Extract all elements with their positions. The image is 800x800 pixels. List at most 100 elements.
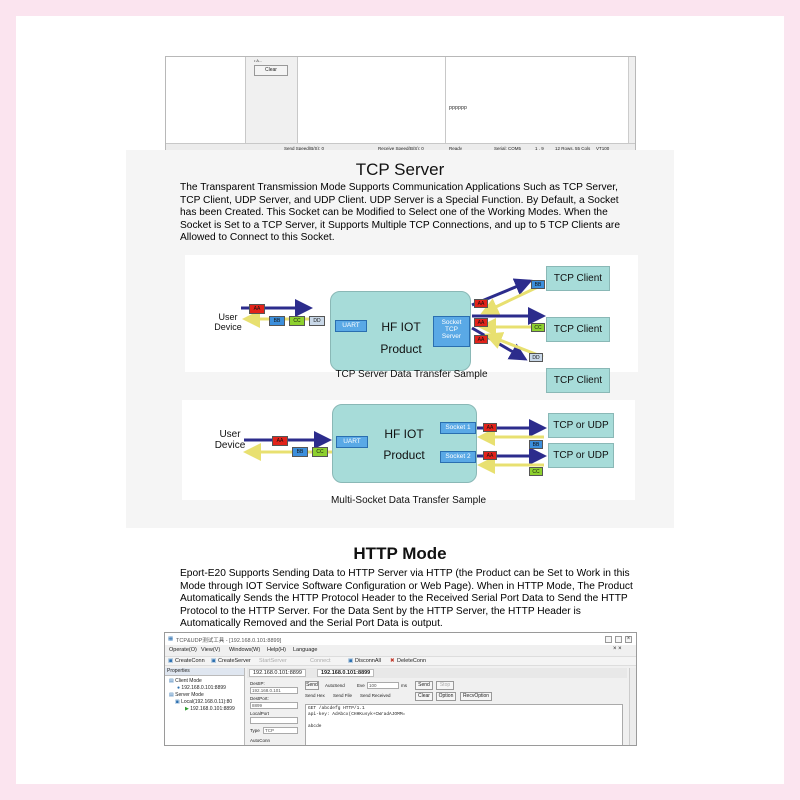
disconnect-all-button[interactable]: DisconnAll (355, 658, 381, 664)
diagram2-packet-bb-right: BB (529, 440, 543, 449)
client-mode-icon: ▤ (169, 678, 174, 684)
dest-ip-label: DestIP: (250, 681, 265, 686)
tcp-server-diagram: User Device HF IOT Product UART Socket T… (185, 255, 638, 393)
send-file-checkbox[interactable]: Send File (333, 693, 353, 698)
terminal-control-panel: • A... Clear (246, 57, 298, 143)
diagram1-packet-aa-left: AA (249, 304, 265, 314)
tree-server-mode[interactable]: ▤ Server Mode (169, 692, 204, 698)
auto-conn-checkbox[interactable]: AutoConn (250, 738, 271, 743)
ready-text: Ready (449, 146, 463, 151)
terminal-clear-button[interactable]: Clear (254, 65, 288, 76)
dest-port-label: DestPort: (250, 696, 269, 701)
diagram1-socket-line3: Server (441, 333, 462, 340)
diagram1-packet-dd-right: DD (529, 353, 543, 362)
dest-ip-field[interactable]: 192.168.0.101 (250, 687, 298, 694)
option-button[interactable]: Option (436, 692, 456, 701)
diagram1-hf-line2: Product (380, 342, 422, 356)
create-server-icon: ▣ (211, 658, 217, 664)
diagram2-socket2-box: Socket 2 (440, 451, 476, 463)
diagram1-uart-box: UART (335, 320, 367, 332)
tree-client-mode[interactable]: ▤ Client Mode (169, 678, 202, 684)
cursor-pos-text: 1 , 9 (535, 146, 544, 151)
terminal-receive-pane: pppppp (446, 57, 628, 143)
diagram2-uart-box: UART (336, 436, 368, 448)
terminal-main-pane (298, 57, 446, 143)
recv-option-button[interactable]: RecvOption (460, 692, 492, 701)
tcp-udp-tool-screenshot: ▦ TCP&UDP测试工具 - [192.168.0.101:8899] × O… (164, 632, 637, 746)
diagram1-hf-line1: HF IOT (381, 320, 421, 334)
stop-button[interactable]: Stop (436, 681, 454, 690)
client-conn-icon: ● (177, 685, 181, 691)
diagram2-packet-aa-right-2: AA (483, 451, 497, 460)
diagram2-caption: Multi-Socket Data Transfer Sample (330, 495, 487, 506)
create-conn-icon: ▣ (168, 658, 174, 664)
local-server-icon: ▣ (175, 699, 180, 705)
diagram1-packet-aa-right-1: AA (474, 299, 488, 308)
maximize-icon[interactable] (615, 636, 622, 643)
terminal-scrollbar[interactable] (628, 57, 635, 143)
terminal-status-bar: Send Speed(B/S): 0 Receive Speed(B/S): 0… (166, 143, 635, 152)
tab-connection-2-label: 192.168.0.101:8899 (321, 670, 371, 676)
app-title-text: TCP&UDP测试工具 - [192.168.0.101:8899] (176, 638, 282, 644)
interval-field[interactable]: 100 (367, 682, 399, 689)
output-line: GET /abcdefg HTTP/1.1 (308, 706, 365, 711)
delete-conn-button[interactable]: DeleteConn (397, 658, 427, 664)
tree-client-conn[interactable]: ● 192.168.0.101:8899 (177, 685, 226, 691)
send-button[interactable]: Send (415, 681, 433, 690)
tree-client-conn-label: 192.168.0.101:8899 (181, 685, 226, 691)
ms-label: ms (401, 683, 407, 688)
menu-language[interactable]: Language (293, 647, 318, 653)
dest-port-field[interactable]: 8899 (250, 702, 298, 709)
every-label: Eve (357, 683, 365, 688)
menu-close-icon[interactable]: × × (613, 646, 622, 652)
menu-windows[interactable]: Windows(W) (229, 647, 261, 653)
rows-cols-text: 12 Rows, 55 Cols (555, 146, 591, 151)
diagram2-target-1: TCP or UDP (548, 413, 614, 438)
output-line: abcde (308, 724, 322, 729)
app-logo-icon: ▦ (168, 636, 174, 642)
diagram1-user-device-label: User Device (208, 312, 248, 332)
local-port-label: LocalPort (250, 711, 270, 716)
diagram1-tcp-client-3: TCP Client (546, 368, 610, 393)
tree-local-server[interactable]: ▣ Local(192.168.0.11):80 (175, 699, 232, 705)
http-mode-paragraph: Eport-E20 Supports Sending Data to HTTP … (180, 568, 633, 630)
diagram1-user-device-text: User Device (214, 312, 242, 332)
start-server-button[interactable]: StartServer (259, 658, 287, 664)
properties-header: Properties (165, 668, 244, 676)
receive-output-area[interactable]: GET /abcdefg HTTP/1.1 api-key: AdAbcx(CH… (305, 704, 623, 745)
vt-mode-text: VT100 (596, 146, 610, 151)
connect-button[interactable]: Connect (310, 658, 331, 664)
diagram1-socket-line1: Socket (441, 319, 462, 326)
diagram1-tcp-client-1: TCP Client (546, 266, 610, 291)
diagram2-socket1-box: Socket 1 (440, 422, 476, 434)
play-icon: ▶ (185, 706, 189, 712)
tab-connection-2[interactable]: 192.168.0.101:8899 (317, 669, 375, 677)
auto-send-checkbox[interactable]: AutoSend (325, 683, 345, 688)
minimize-icon[interactable] (605, 636, 612, 643)
page: • A... Clear pppppp Send Speed(B/S): 0 R… (16, 16, 784, 784)
close-icon[interactable]: × (625, 636, 632, 643)
disconnect-all-icon: ▣ (348, 658, 354, 664)
diagram2-hf-line2: Product (383, 448, 425, 462)
app-scrollbar[interactable] (629, 668, 636, 745)
send-hex-checkbox[interactable]: Send Hex (305, 693, 325, 698)
diagram1-socket-box: Socket TCP Server (433, 316, 470, 347)
tab-connection-1[interactable]: 192.168.0.101:8899 (249, 669, 306, 677)
local-port-field[interactable] (250, 717, 298, 724)
diagram2-user-device-label: User Device (209, 429, 251, 451)
app-title-bar: ▦ TCP&UDP测试工具 - [192.168.0.101:8899] × (165, 633, 636, 645)
create-conn-button[interactable]: CreateConn (175, 658, 205, 664)
diagram1-packet-cc-left: CC (289, 316, 305, 326)
menu-operate[interactable]: Operate(O) (169, 647, 197, 653)
clear-button[interactable]: Clear (415, 692, 433, 701)
tree-server-conn[interactable]: ▶ 192.168.0.101:8899 (185, 706, 235, 712)
menu-help[interactable]: Help(H) (267, 647, 286, 653)
diagram1-packet-aa-right-3: AA (474, 335, 488, 344)
send-speed-text: Send Speed(B/S): 0 (284, 146, 325, 151)
output-line: api-key: AdAbcx(CHHKusyk+CWradAJOMM= (308, 712, 406, 717)
server-mode-icon: ▤ (169, 692, 174, 698)
create-server-button[interactable]: CreateServer (218, 658, 251, 664)
type-select[interactable]: TCP (263, 727, 298, 734)
send-received-checkbox[interactable]: Send Received (360, 693, 391, 698)
menu-view[interactable]: View(V) (201, 647, 221, 653)
